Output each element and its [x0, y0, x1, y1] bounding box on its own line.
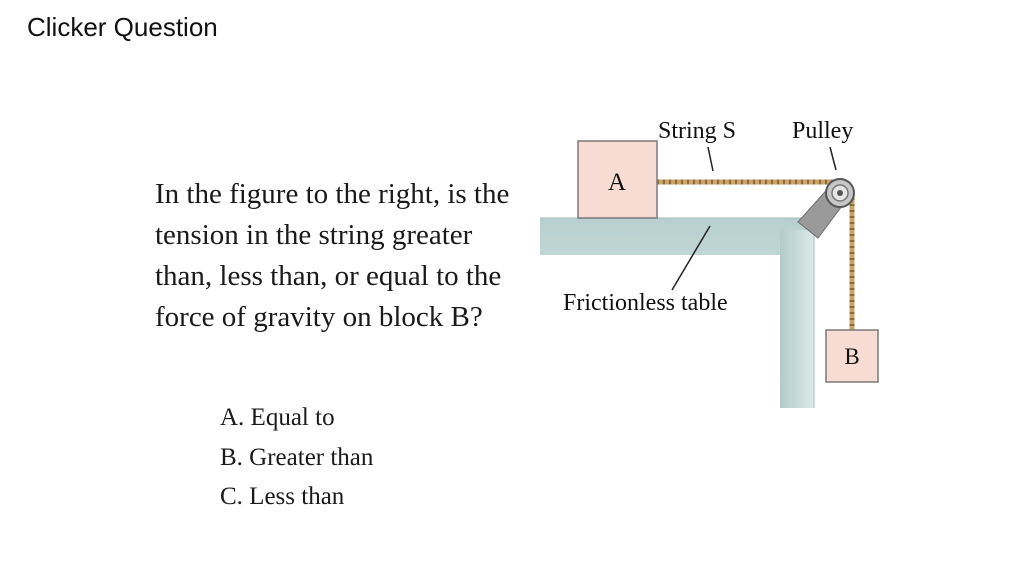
slide-title: Clicker Question — [27, 12, 218, 42]
answer-option-a[interactable]: A. Equal to — [220, 404, 335, 431]
string-label: String S — [658, 118, 736, 144]
answer-option-c[interactable]: C. Less than — [220, 483, 345, 510]
pulley-label: Pulley — [792, 118, 853, 144]
pulley-icon — [825, 178, 855, 208]
table-label-pointer — [671, 225, 711, 291]
question-text: In the figure to the right, is the tensi… — [155, 178, 510, 333]
string-label-pointer — [707, 146, 714, 172]
pulley-label-pointer — [829, 146, 837, 171]
block-a-label: A — [608, 169, 626, 196]
answer-list: A. Equal to B. Greater than C. Less than — [220, 398, 373, 517]
block-a: A — [577, 140, 658, 219]
table-label: Frictionless table — [563, 290, 728, 316]
block-b-label: B — [844, 344, 859, 369]
frictionless-table — [540, 217, 815, 408]
block-b: B — [825, 329, 879, 383]
answer-option-b[interactable]: B. Greater than — [220, 443, 374, 471]
